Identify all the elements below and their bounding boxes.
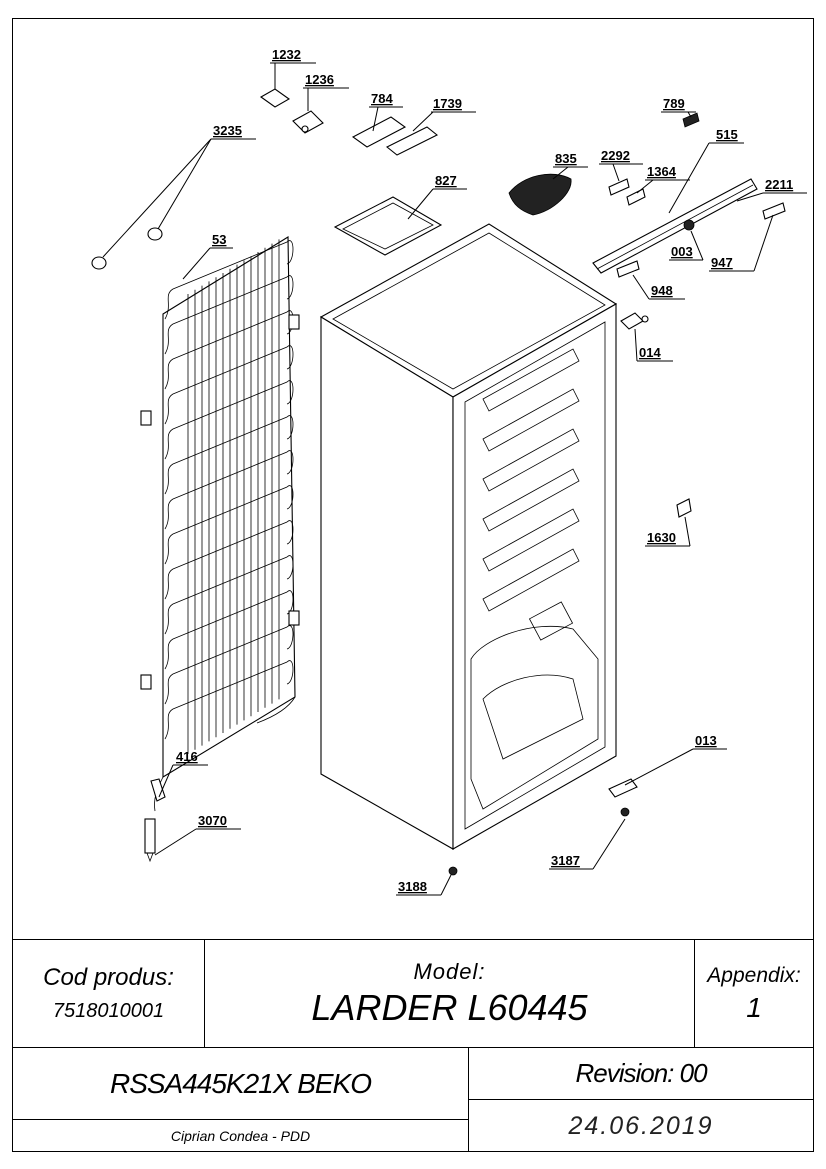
appendix-value: 1 [746,991,762,1023]
date: 24.06.2019 [568,1111,714,1140]
date-cell: 24.06.2019 [469,1100,813,1152]
title-block: Cod produs: 7518010001 Model: LARDER L60… [13,939,813,1152]
callout-789: 789 [663,96,685,111]
callout-1236: 1236 [305,72,334,87]
appendix-cell: Appendix: 1 [695,940,813,1048]
callout-835: 835 [555,151,577,166]
product-code-label: Cod produs: [43,964,174,991]
model-value: LARDER L60445 [311,986,588,1028]
callout-948: 948 [651,283,673,298]
product-name-cell: RSSA445K21X BEKO [13,1048,469,1120]
callout-2292: 2292 [601,148,630,163]
callout-784: 784 [371,91,393,106]
exploded-parts-diagram: 1232 1236 784 1739 3235 827 53 835 789 5… [91,47,807,896]
model-label: Model: [413,958,486,984]
leader-lines [102,62,807,896]
callout-515: 515 [716,127,738,142]
condenser-coil [140,236,300,812]
callout-947: 947 [711,255,733,270]
appendix-label: Appendix: [707,963,801,987]
callout-013: 013 [695,733,717,748]
product-name: RSSA445K21X BEKO [109,1067,372,1099]
callout-1232: 1232 [272,47,301,62]
model-cell: Model: LARDER L60445 [205,940,695,1048]
product-code-value: 7518010001 [52,1000,165,1022]
revision: Revision: 00 [575,1058,707,1088]
fridge-cabinet [319,223,618,850]
revision-cell: Revision: 00 [469,1048,813,1100]
callout-827: 827 [435,173,457,188]
callout-003: 003 [671,244,693,259]
author-cell: Ciprian Condea - PDD [13,1120,469,1152]
callout-1739: 1739 [433,96,462,111]
callout-labels: 1232 1236 784 1739 3235 827 53 835 789 5… [176,47,793,894]
product-code-cell: Cod produs: 7518010001 [13,940,205,1048]
callout-014: 014 [639,345,661,360]
callout-2211: 2211 [765,177,793,192]
electronic-parts [91,88,786,876]
callout-3235: 3235 [213,123,242,138]
callout-1630: 1630 [647,530,676,545]
callout-3187: 3187 [551,853,580,868]
author: Ciprian Condea - PDD [170,1128,311,1144]
callout-3188: 3188 [398,879,427,894]
callout-416: 416 [176,749,198,764]
callout-53: 53 [212,232,226,247]
callout-1364: 1364 [647,164,677,179]
drawing-frame: 1232 1236 784 1739 3235 827 53 835 789 5… [12,18,814,1152]
callout-3070: 3070 [198,813,227,828]
